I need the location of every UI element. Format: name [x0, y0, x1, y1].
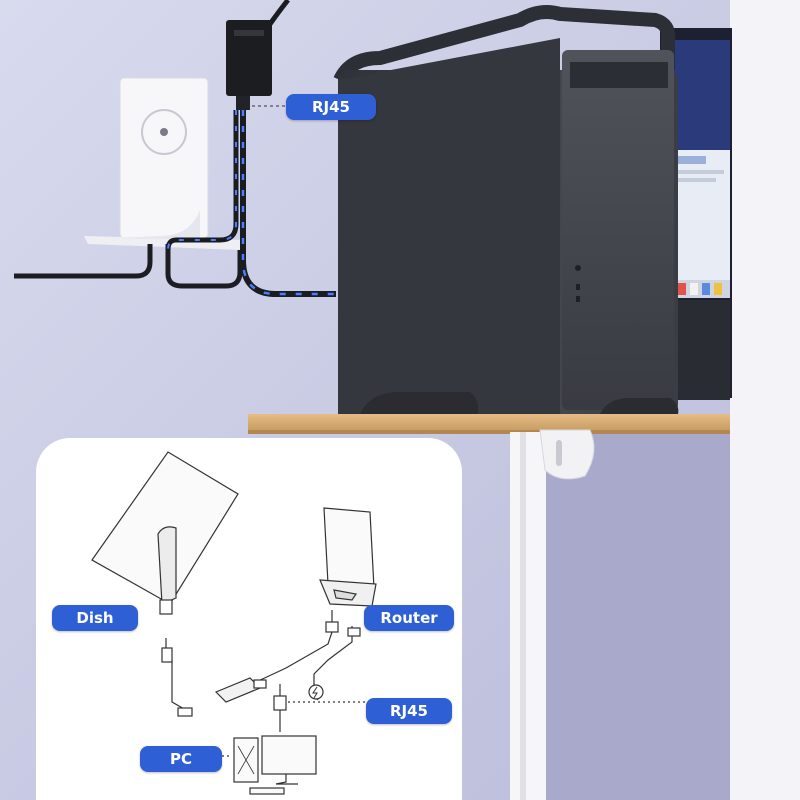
connection-diagram	[91, 451, 377, 795]
pc-tower	[333, 5, 679, 414]
led-cable	[165, 110, 336, 297]
power-button	[575, 265, 581, 271]
pc-label: PC	[140, 746, 222, 772]
router-label: Router	[364, 605, 454, 631]
rj45-diagram-label: RJ45	[366, 698, 452, 724]
dish-label: Dish	[52, 605, 138, 631]
wall-lower	[540, 430, 730, 800]
desk	[248, 414, 730, 800]
right-edge-strip	[730, 0, 800, 800]
router-outline	[323, 507, 375, 589]
monitor-outline	[261, 735, 317, 775]
black-cable	[14, 244, 153, 279]
rj45-top-label: RJ45	[286, 94, 376, 120]
power-adapter	[226, 0, 290, 110]
black-cable-2	[165, 244, 243, 289]
